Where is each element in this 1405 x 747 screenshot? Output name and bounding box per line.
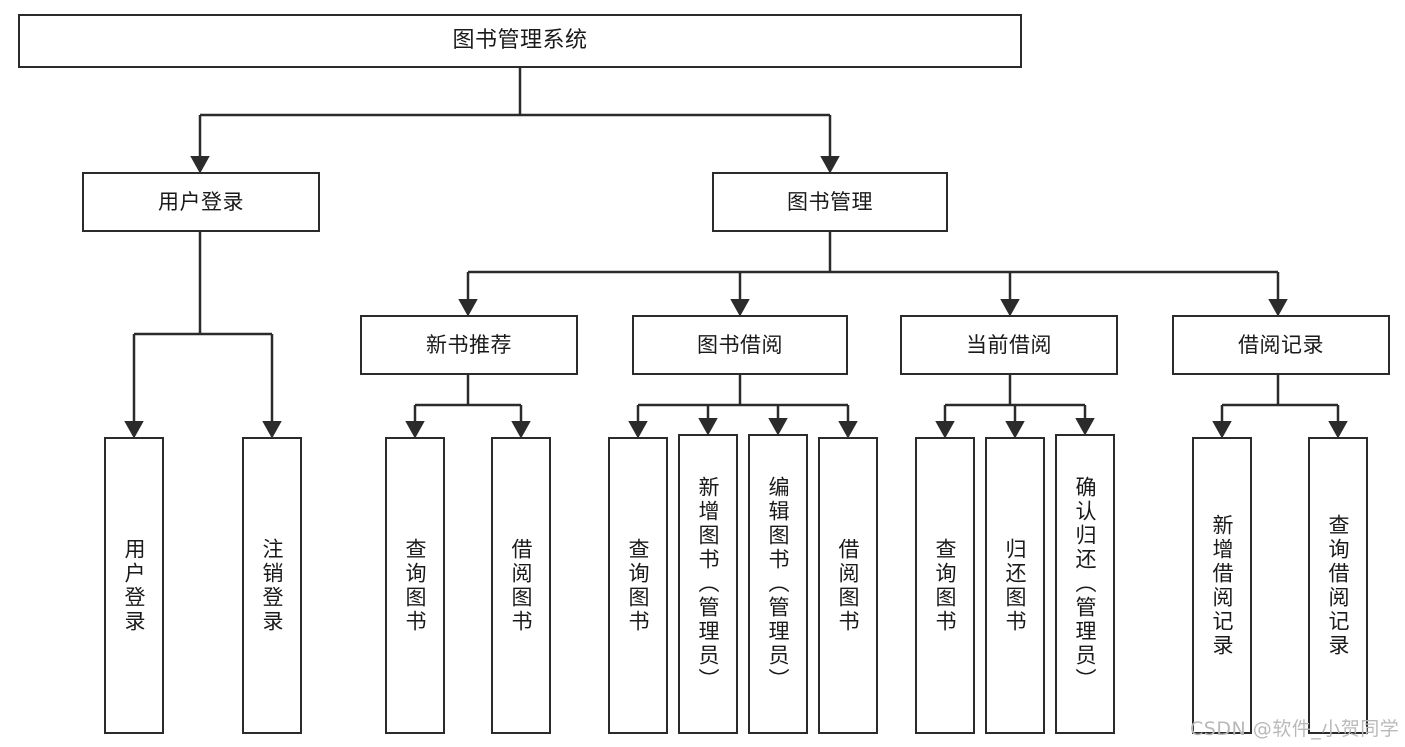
node-user-login[interactable]: 用户登录 [82, 172, 320, 232]
leaf-borrow-add-book-admin-label: 新增图书（管理员） [696, 476, 721, 692]
leaf-newbook-query-books[interactable]: 查询图书 [385, 437, 445, 734]
leaf-records-add-record-label: 新增借阅记录 [1210, 513, 1235, 658]
leaf-records-query-record-label: 查询借阅记录 [1326, 513, 1351, 658]
leaf-current-return-books[interactable]: 归还图书 [985, 437, 1045, 734]
node-book-management[interactable]: 图书管理 [712, 172, 948, 232]
node-root-system-label: 图书管理系统 [452, 28, 588, 54]
leaf-borrow-query-books[interactable]: 查询图书 [608, 437, 668, 734]
node-new-book-recommend[interactable]: 新书推荐 [360, 315, 578, 375]
node-user-login-label: 用户登录 [158, 189, 244, 214]
node-book-borrowing-label: 图书借阅 [697, 332, 783, 357]
leaf-current-return-books-label: 归还图书 [1003, 537, 1028, 634]
leaf-records-add-record[interactable]: 新增借阅记录 [1192, 437, 1252, 734]
node-borrowing-records[interactable]: 借阅记录 [1172, 315, 1390, 375]
leaf-logout[interactable]: 注销登录 [242, 437, 302, 734]
node-current-borrowing-label: 当前借阅 [966, 332, 1052, 357]
leaf-borrow-query-books-label: 查询图书 [626, 537, 651, 634]
leaf-borrow-add-book-admin[interactable]: 新增图书（管理员） [678, 434, 738, 734]
leaf-current-query-books[interactable]: 查询图书 [915, 437, 975, 734]
node-current-borrowing[interactable]: 当前借阅 [900, 315, 1118, 375]
node-book-management-label: 图书管理 [787, 189, 873, 214]
leaf-current-query-books-label: 查询图书 [933, 537, 958, 634]
leaf-borrow-edit-book-admin-label: 编辑图书（管理员） [766, 476, 791, 692]
node-new-book-recommend-label: 新书推荐 [426, 332, 512, 357]
leaf-borrow-edit-book-admin[interactable]: 编辑图书（管理员） [748, 434, 808, 734]
leaf-newbook-query-books-label: 查询图书 [403, 537, 428, 634]
leaf-newbook-borrow-books[interactable]: 借阅图书 [491, 437, 551, 734]
node-book-borrowing[interactable]: 图书借阅 [632, 315, 848, 375]
leaf-user-login[interactable]: 用户登录 [104, 437, 164, 734]
leaf-newbook-borrow-books-label: 借阅图书 [509, 537, 534, 634]
leaf-borrow-borrow-books-label: 借阅图书 [836, 537, 861, 634]
leaf-records-query-record[interactable]: 查询借阅记录 [1308, 437, 1368, 734]
leaf-user-login-label: 用户登录 [122, 537, 147, 634]
leaf-logout-label: 注销登录 [260, 537, 285, 634]
node-root-system[interactable]: 图书管理系统 [18, 14, 1022, 68]
leaf-current-confirm-return-admin-label: 确认归还（管理员） [1073, 476, 1098, 692]
leaf-borrow-borrow-books[interactable]: 借阅图书 [818, 437, 878, 734]
node-borrowing-records-label: 借阅记录 [1238, 332, 1324, 357]
leaf-current-confirm-return-admin[interactable]: 确认归还（管理员） [1055, 434, 1115, 734]
